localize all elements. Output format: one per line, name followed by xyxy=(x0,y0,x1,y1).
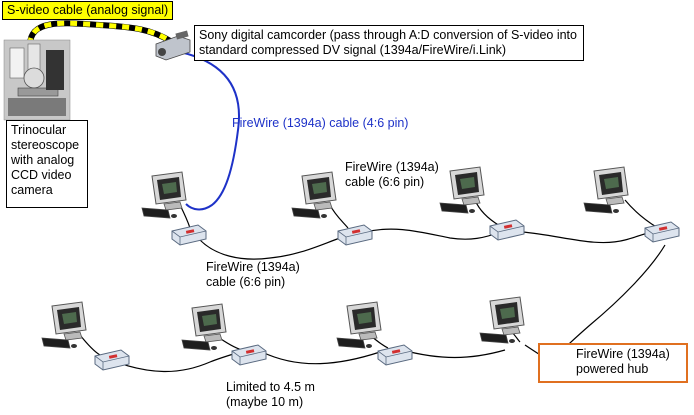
computer-icon xyxy=(181,303,227,351)
length-limit-label: Limited to 4.5 m (maybe 10 m) xyxy=(226,380,315,409)
s-video-cable xyxy=(27,20,174,46)
bottom-row-cables xyxy=(79,329,553,373)
svideo-label: S-video cable (analog signal) xyxy=(2,1,174,20)
powered-hub-label: FireWire (1394a) powered hub xyxy=(538,343,688,383)
stereoscope-label: Trinocular stereoscope with analog CCD v… xyxy=(6,120,88,208)
computer-icon xyxy=(41,301,87,349)
firewire-6-6-mid-label: FireWire (1394a) cable (6:6 pin) xyxy=(206,260,300,289)
hub-uplink-cable xyxy=(559,244,666,353)
firewire-6-6-top-label: FireWire (1394a) cable (6:6 pin) xyxy=(345,160,439,189)
firewire-device-icon xyxy=(337,224,373,246)
camcorder-label: Sony digital camcorder (pass through A:D… xyxy=(194,25,584,61)
firewire-device-icon xyxy=(644,221,680,243)
computer-icon xyxy=(583,166,629,214)
firewire-4-6-cable xyxy=(179,51,240,211)
computer-icon xyxy=(439,166,485,214)
computer-icon xyxy=(479,296,525,344)
firewire-device-icon xyxy=(94,349,130,371)
firewire-device-icon xyxy=(171,224,207,246)
firewire-4-6-label: FireWire (1394a) cable (4:6 pin) xyxy=(232,116,409,130)
microscope-icon xyxy=(3,39,71,121)
firewire-device-icon xyxy=(377,344,413,366)
computer-icon xyxy=(141,171,187,219)
computer-icon xyxy=(291,171,337,219)
computer-icon xyxy=(336,301,382,349)
